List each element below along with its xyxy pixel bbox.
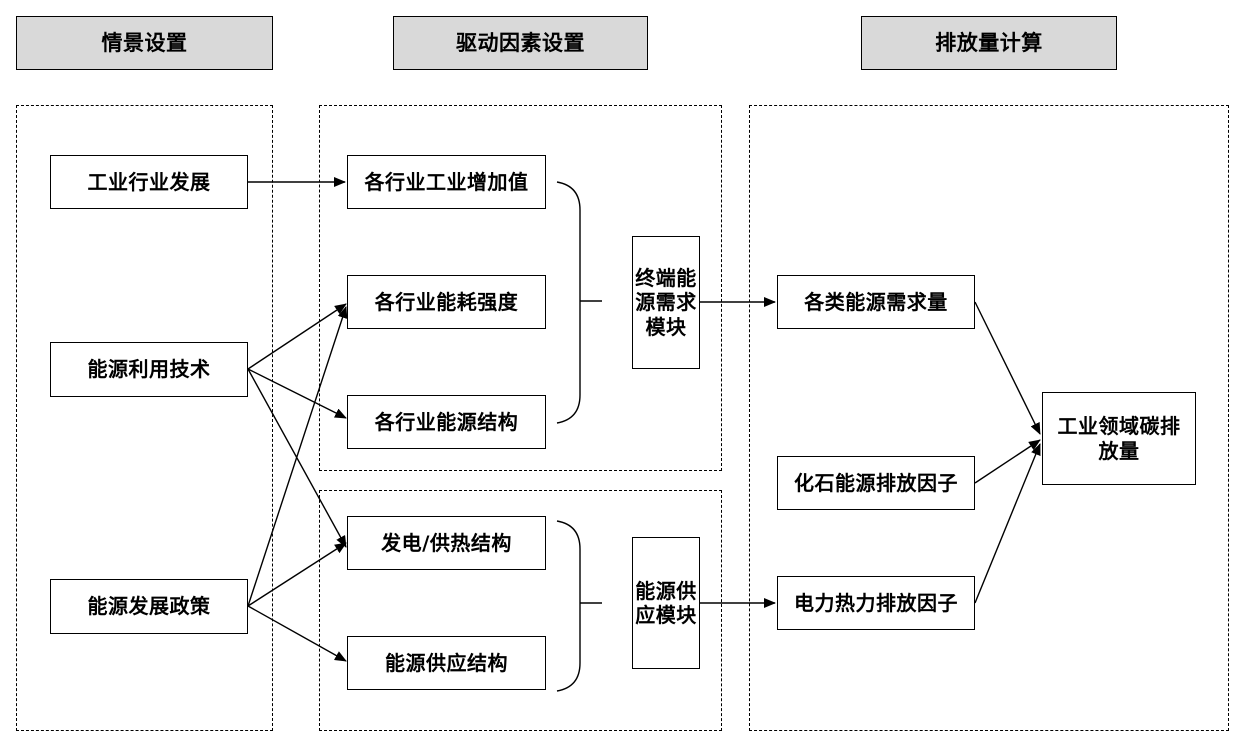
- total-emission-node: 工业领域碳排放量: [1042, 392, 1196, 485]
- fossil-factor-node: 化石能源排放因子: [777, 456, 975, 510]
- power-heat-structure-node: 发电/供热结构: [347, 516, 546, 570]
- scenario-header: 情景设置: [16, 16, 273, 70]
- power-heat-factor-node: 电力热力排放因子: [777, 576, 975, 630]
- emission-group: [749, 105, 1229, 731]
- demand-module-node: 终端能源需求模块: [632, 236, 700, 369]
- energy-structure-node: 各行业能源结构: [347, 395, 546, 449]
- energy-intensity-node: 各行业能耗强度: [347, 275, 546, 329]
- value-added-node: 各行业工业增加值: [347, 155, 546, 209]
- emissions-header: 排放量计算: [861, 16, 1117, 70]
- supply-structure-node: 能源供应结构: [347, 636, 546, 690]
- energy-demand-node: 各类能源需求量: [777, 275, 975, 329]
- industry-development-node: 工业行业发展: [50, 155, 248, 209]
- energy-technology-node: 能源利用技术: [50, 342, 248, 397]
- drivers-header: 驱动因素设置: [393, 16, 648, 70]
- energy-policy-node: 能源发展政策: [50, 579, 248, 634]
- demand-driver-group: [319, 105, 722, 471]
- supply-module-node: 能源供应模块: [632, 537, 700, 669]
